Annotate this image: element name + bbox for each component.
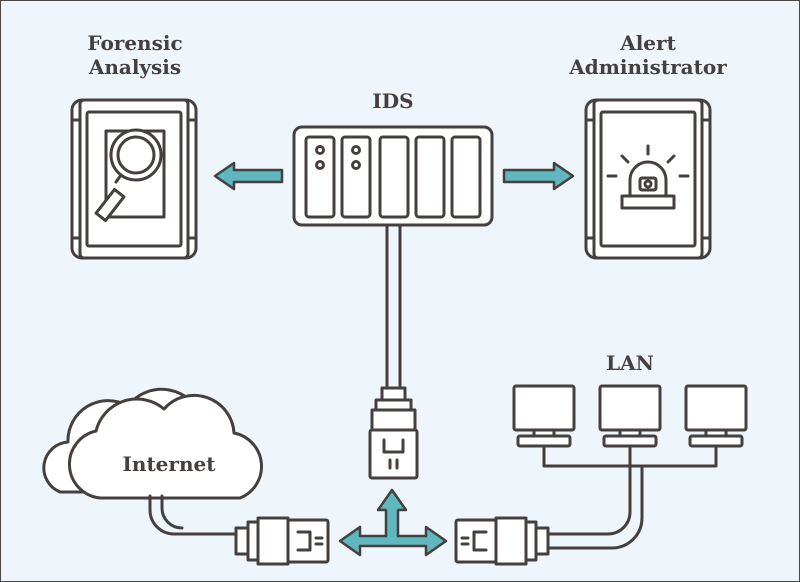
ids-label: IDS — [372, 89, 414, 113]
arrow-to-alert — [502, 161, 575, 191]
monitor-icon — [598, 384, 662, 448]
lan-bus — [542, 446, 718, 468]
lan-cable — [546, 464, 644, 550]
ethernet-plug-icon — [368, 386, 419, 480]
ids-cable — [385, 223, 402, 390]
ids-server-rack — [292, 125, 494, 227]
arrow-to-forensic — [213, 161, 284, 191]
forensic-label-line2: Analysis — [88, 55, 182, 79]
internet-label: Internet — [122, 452, 216, 476]
junction-arrows — [338, 488, 448, 557]
alert-administrator-label: Alert Administrator — [548, 31, 748, 79]
alert-label-line1: Alert — [620, 31, 676, 55]
right-ethernet-plug-icon — [454, 516, 550, 566]
monitor-icon — [512, 384, 576, 448]
monitor-icon — [684, 384, 748, 448]
left-ethernet-plug-icon — [234, 516, 330, 566]
magnifier-icon — [94, 128, 163, 223]
forensic-panel — [70, 98, 198, 260]
alert-panel — [584, 98, 712, 260]
alert-label-line2: Administrator — [569, 55, 727, 79]
internet-cable — [148, 494, 238, 536]
forensic-analysis-label: Forensic Analysis — [66, 31, 204, 79]
forensic-label-line1: Forensic — [87, 31, 183, 55]
cloud-icon — [42, 387, 264, 500]
lan-label: LAN — [606, 351, 654, 375]
siren-icon — [606, 144, 690, 210]
